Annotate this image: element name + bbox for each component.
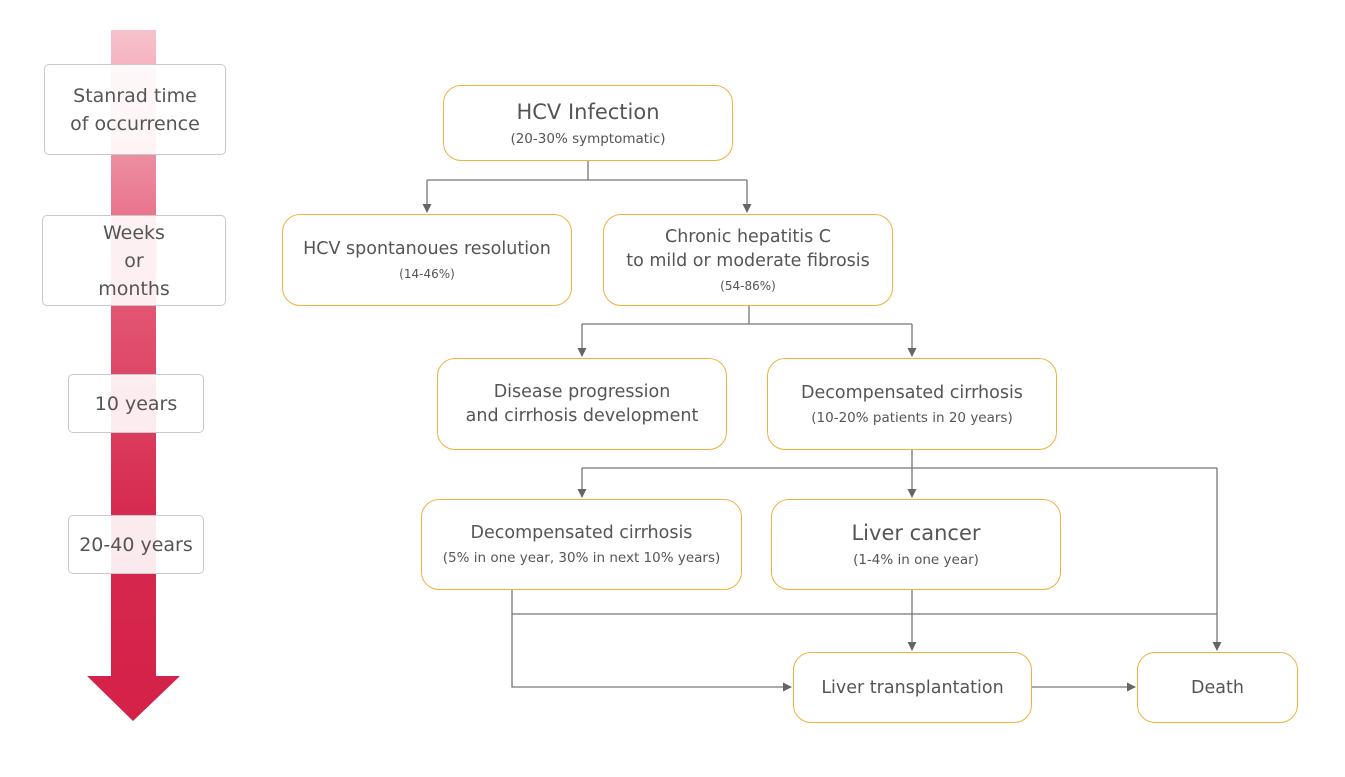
node-decompensated-cirrhosis-2: Decompensated cirrhosis (5% in one year,… <box>421 499 742 590</box>
node-title: Decompensated cirrhosis <box>470 523 693 543</box>
node-title: Disease progression and cirrhosis develo… <box>465 382 699 426</box>
node-title: Chronic hepatitis C to mild or moderate … <box>626 226 870 271</box>
node-subtitle: (1-4% in one year) <box>853 552 979 568</box>
node-decompensated-cirrhosis-1: Decompensated cirrhosis (10-20% patients… <box>767 358 1057 450</box>
timeline-label-text: Stanrad time of occurrence <box>70 84 200 135</box>
timeline-label-text: 10 years <box>94 392 178 415</box>
node-title: HCV Infection <box>516 99 660 124</box>
node-chronic-hepatitis: Chronic hepatitis C to mild or moderate … <box>603 214 893 306</box>
node-subtitle: (20-30% symptomatic) <box>510 130 666 147</box>
node-liver-cancer: Liver cancer (1-4% in one year) <box>771 499 1061 590</box>
connector-decomp2-to-transplant <box>511 590 792 692</box>
node-liver-transplantation: Liver transplantation <box>793 652 1032 723</box>
timeline-label-standard-time: Stanrad time of occurrence <box>44 64 226 155</box>
node-subtitle: (5% in one year, 30% in next 10% years) <box>442 550 721 566</box>
timeline-label-20-40-years: 20-40 years <box>68 515 204 574</box>
timeline-label-text: Weeks or months <box>98 221 170 300</box>
node-subtitle: (14-46%) <box>399 266 455 281</box>
node-subtitle: (10-20% patients in 20 years) <box>811 409 1013 426</box>
node-hcv-infection: HCV Infection (20-30% symptomatic) <box>443 85 733 161</box>
timeline-label-weeks-months: Weeks or months <box>42 215 226 306</box>
node-spontaneous-resolution: HCV spontanoues resolution (14-46%) <box>282 214 572 306</box>
node-disease-progression: Disease progression and cirrhosis develo… <box>437 358 727 450</box>
node-death: Death <box>1137 652 1298 723</box>
node-title: Decompensated cirrhosis <box>801 382 1023 403</box>
timeline-label-10-years: 10 years <box>68 374 204 433</box>
node-subtitle: (54-86%) <box>720 278 776 293</box>
node-title: Liver cancer <box>851 521 981 545</box>
node-title: Death <box>1191 677 1244 698</box>
node-title: Liver transplantation <box>821 677 1004 698</box>
node-title: HCV spontanoues resolution <box>303 238 551 259</box>
timeline-label-text: 20-40 years <box>79 533 193 556</box>
